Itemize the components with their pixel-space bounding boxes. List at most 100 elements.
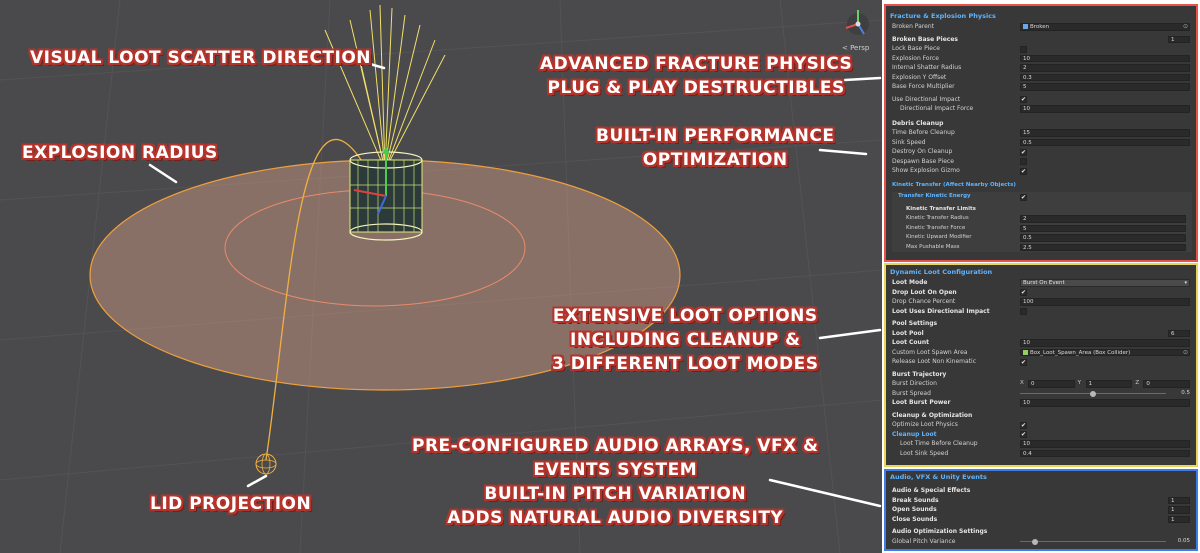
- loot-scatter-rays: [324, 4, 446, 171]
- field-label: Burst Spread: [892, 389, 931, 397]
- burst-direction-row: Burst Direction X 0 Y 1 Z 0: [886, 379, 1196, 389]
- slider-value: 0.5: [1181, 389, 1190, 396]
- cleanup-loot-row: Cleanup Loot ✔: [886, 430, 1196, 440]
- lid-projection-sphere: [255, 453, 277, 475]
- callout-line: PLUG & PLAY DESTRUCTIBLES: [547, 78, 845, 98]
- loot-burst-power-field[interactable]: 10: [1020, 399, 1190, 407]
- despawn-base-piece-row: Despawn Base Piece: [886, 157, 1196, 167]
- use-directional-impact-checkbox[interactable]: ✔: [1020, 96, 1027, 103]
- open-sounds-size-field[interactable]: 1: [1168, 506, 1190, 514]
- burst-direction-x-field[interactable]: 0: [1028, 380, 1075, 388]
- field-label: Time Before Cleanup: [892, 129, 955, 136]
- section-label: Debris Cleanup: [892, 119, 944, 127]
- field-label: Sink Speed: [892, 138, 926, 146]
- broken-base-pieces-row[interactable]: Broken Base Pieces 1: [886, 35, 1196, 45]
- explosion-force-field[interactable]: 10: [1020, 54, 1190, 62]
- field-label: Internal Shatter Radius: [892, 64, 962, 71]
- close-sounds-row[interactable]: Close Sounds 1: [886, 515, 1196, 525]
- broken-parent-row: Broken Parent Broken⊙: [886, 22, 1196, 32]
- scene-view[interactable]: < Persp VISUAL LOOT SCATTER DIRECTION EX…: [0, 0, 882, 553]
- base-force-multiplier-row: Base Force Multiplier 5: [886, 82, 1196, 92]
- field-label: Broken Parent: [892, 23, 934, 30]
- sink-speed-field[interactable]: 0.5: [1020, 138, 1190, 146]
- show-explosion-gizmo-row: Show Explosion Gizmo ✔: [886, 166, 1196, 176]
- open-sounds-row[interactable]: Open Sounds 1: [886, 505, 1196, 515]
- transfer-kinetic-energy-checkbox[interactable]: ✔: [1020, 193, 1027, 201]
- loot-sink-speed-row: Loot Sink Speed 0.4: [886, 449, 1196, 459]
- field-label: Loot Burst Power: [892, 399, 951, 406]
- custom-spawn-area-field[interactable]: Box_Loot_Spawn_Area (Box Collider)⊙: [1020, 348, 1190, 356]
- drop-loot-on-open-checkbox[interactable]: ✔: [1020, 289, 1027, 296]
- kinetic-radius-row: Kinetic Transfer Radius 2: [892, 214, 1192, 224]
- directional-impact-force-field[interactable]: 10: [1020, 105, 1190, 113]
- internal-shatter-radius-field[interactable]: 2: [1020, 64, 1190, 72]
- object-picker-icon[interactable]: ⊙: [1182, 23, 1188, 30]
- burst-direction-vector: X 0 Y 1 Z 0: [1020, 380, 1191, 388]
- optimize-loot-physics-row: Optimize Loot Physics ✔: [886, 420, 1196, 430]
- kinetic-transfer-header: Kinetic Transfer (Affect Nearby Objects): [886, 181, 1196, 191]
- close-sounds-size-field[interactable]: 1: [1168, 515, 1190, 523]
- field-label: Drop Loot On Open: [892, 288, 957, 296]
- collider-icon: [1023, 349, 1028, 355]
- show-explosion-gizmo-checkbox[interactable]: ✔: [1020, 167, 1027, 175]
- burst-direction-z-field[interactable]: 0: [1143, 380, 1191, 388]
- destroy-on-cleanup-checkbox[interactable]: ✔: [1020, 148, 1027, 156]
- break-sounds-row[interactable]: Break Sounds 1: [886, 496, 1196, 506]
- field-label: Custom Loot Spawn Area: [892, 348, 968, 356]
- loot-pool-size-field[interactable]: 6: [1168, 329, 1190, 337]
- despawn-base-piece-checkbox[interactable]: [1020, 158, 1027, 165]
- section-label: Kinetic Transfer (Affect Nearby Objects): [892, 181, 1016, 188]
- kinetic-force-field[interactable]: 5: [1020, 224, 1186, 232]
- slider-handle[interactable]: [1090, 390, 1096, 397]
- broken-parent-field[interactable]: Broken⊙: [1020, 23, 1190, 31]
- drop-chance-percent-field[interactable]: 100: [1020, 298, 1190, 306]
- loot-burst-power-row: Loot Burst Power 10: [886, 398, 1196, 408]
- field-label: Close Sounds: [892, 515, 938, 523]
- loot-mode-dropdown[interactable]: Burst On Event: [1020, 279, 1190, 287]
- explosion-y-offset-field[interactable]: 0.3: [1020, 73, 1190, 81]
- slider-handle[interactable]: [1031, 538, 1038, 545]
- loot-directional-checkbox[interactable]: [1020, 308, 1027, 315]
- slider-value: 0.05: [1177, 537, 1190, 544]
- audio-optimization-header: Audio Optimization Settings: [886, 527, 1196, 537]
- loot-sink-speed-field[interactable]: 0.4: [1020, 449, 1190, 457]
- callout-line: BUILT-IN PITCH VARIATION: [484, 484, 747, 504]
- kinetic-limits-header: Kinetic Transfer Limits: [892, 205, 1192, 215]
- callout-line: INCLUDING CLEANUP &: [570, 330, 801, 350]
- release-non-kinematic-checkbox[interactable]: ✔: [1020, 358, 1027, 366]
- kinetic-radius-field[interactable]: 2: [1020, 215, 1186, 223]
- field-label: Open Sounds: [892, 506, 937, 513]
- time-before-cleanup-field[interactable]: 15: [1020, 129, 1190, 137]
- cleanup-optimization-header: Cleanup & Optimization: [886, 411, 1196, 421]
- loot-time-before-cleanup-field[interactable]: 10: [1020, 440, 1190, 448]
- global-pitch-slider[interactable]: [1020, 538, 1166, 545]
- burst-spread-slider[interactable]: [1020, 390, 1166, 397]
- scene-canvas: [89, 4, 882, 508]
- callout-audio: PRE-CONFIGURED AUDIO ARRAYS, VFX & EVENT…: [412, 434, 818, 530]
- callout-fracture: ADVANCED FRACTURE PHYSICS PLUG & PLAY DE…: [540, 52, 852, 100]
- optimize-loot-physics-checkbox[interactable]: ✔: [1020, 421, 1027, 429]
- array-size-field[interactable]: 1: [1168, 35, 1190, 43]
- field-label: Use Directional Impact: [892, 95, 961, 103]
- base-force-multiplier-field[interactable]: 5: [1020, 83, 1190, 91]
- callout-line: PRE-CONFIGURED AUDIO ARRAYS, VFX &: [412, 436, 819, 456]
- callout-line: 3 DIFFERENT LOOT MODES: [552, 354, 819, 374]
- max-pushable-mass-field[interactable]: 2.5: [1020, 243, 1186, 251]
- burst-spread-row: Burst Spread 0.5: [886, 389, 1196, 399]
- perspective-toggle[interactable]: < Persp: [842, 44, 870, 52]
- break-sounds-size-field[interactable]: 1: [1168, 496, 1190, 504]
- orientation-gizmo[interactable]: [845, 10, 869, 35]
- section-label: Pool Settings: [892, 320, 938, 327]
- field-label: Base Force Multiplier: [892, 83, 955, 90]
- field-label: Loot Pool: [892, 329, 924, 337]
- burst-direction-y-field[interactable]: 1: [1085, 380, 1133, 388]
- loot-count-field[interactable]: 10: [1020, 339, 1190, 347]
- field-label: Max Pushable Mass: [906, 243, 960, 250]
- transfer-kinetic-energy-row: Transfer Kinetic Energy ✔: [892, 192, 1192, 202]
- explosion-force-row: Explosion Force 10: [886, 54, 1196, 64]
- lock-base-piece-checkbox[interactable]: [1020, 45, 1027, 53]
- kinetic-upward-field[interactable]: 0.5: [1020, 234, 1186, 242]
- cleanup-loot-checkbox[interactable]: ✔: [1020, 431, 1027, 438]
- object-picker-icon[interactable]: ⊙: [1182, 348, 1188, 356]
- loot-pool-row[interactable]: Loot Pool 6: [886, 329, 1196, 339]
